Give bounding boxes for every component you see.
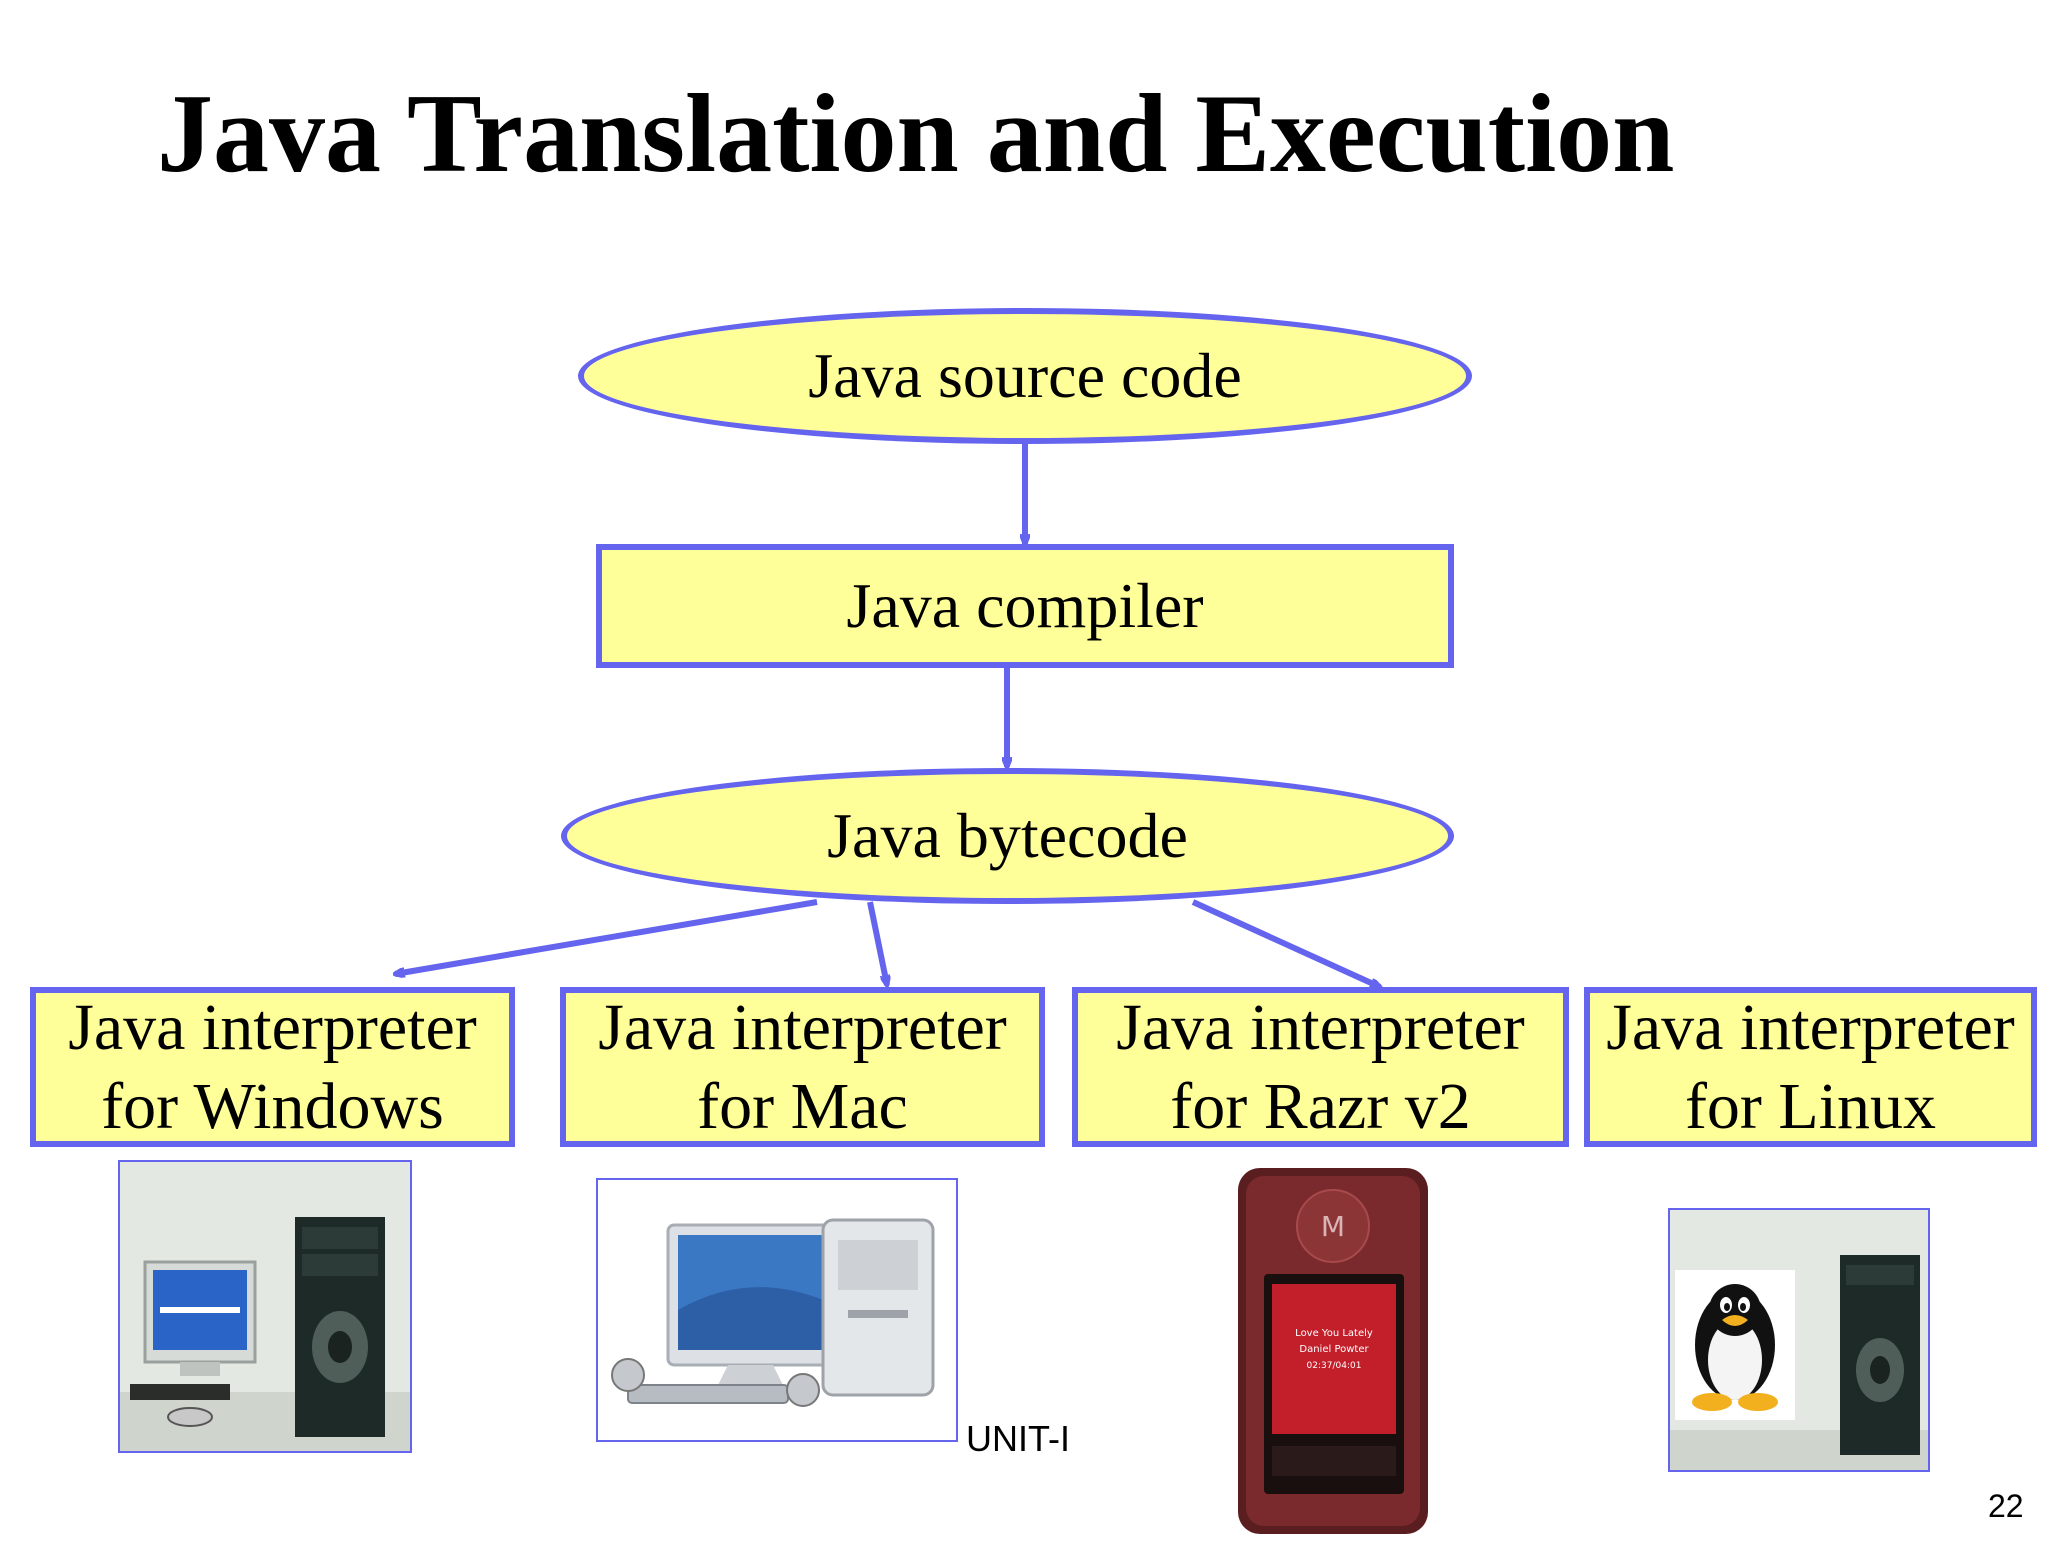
node-label-line1: Java interpreter	[1606, 990, 2015, 1064]
desktop-computer-icon	[120, 1162, 410, 1451]
tux-penguin-icon	[1670, 1210, 1928, 1470]
node-label-line1: Java interpreter	[598, 990, 1007, 1064]
linux-pc-photo	[1668, 1208, 1930, 1472]
node-interpreter-linux: Java interpreter for Linux	[1584, 987, 2037, 1147]
windows-pc-photo	[118, 1160, 412, 1453]
node-label-line2: for Linux	[1684, 1070, 1937, 1143]
slide-title: Java Translation and Execution	[157, 72, 1675, 196]
node-label-line2: for Razr v2	[1170, 1070, 1471, 1143]
node-interpreter-razr: Java interpreter for Razr v2	[1072, 987, 1569, 1147]
flip-phone-icon: M Love You Lately Daniel Powter 02:37/04…	[1238, 1168, 1428, 1534]
node-java-compiler: Java compiler	[596, 544, 1454, 668]
razr-phone-photo: M Love You Lately Daniel Powter 02:37/04…	[1234, 1166, 1434, 1536]
phone-screen-time: 02:37/04:01	[1307, 1361, 1362, 1371]
arrow-bytecode-to-mac	[867, 901, 887, 985]
arrow-bytecode-to-windows	[395, 899, 818, 974]
node-label-line2: for Windows	[101, 1070, 444, 1143]
mac-computer-photo	[596, 1178, 958, 1442]
power-mac-icon	[598, 1180, 956, 1440]
footer-unit-label: UNIT-I	[966, 1418, 1070, 1459]
node-java-source-code: Java source code	[578, 308, 1472, 444]
node-interpreter-windows: Java interpreter for Windows	[30, 987, 515, 1147]
node-label-line1: Java interpreter	[1116, 990, 1525, 1064]
node-label: Java compiler	[846, 569, 1204, 641]
phone-screen-song: Love You Lately	[1295, 1328, 1373, 1339]
phone-screen-artist: Daniel Powter	[1299, 1344, 1369, 1355]
node-interpreter-mac: Java interpreter for Mac	[560, 987, 1045, 1147]
node-label: Java bytecode	[827, 799, 1188, 871]
node-java-bytecode: Java bytecode	[561, 768, 1454, 904]
svg-text:M: M	[1321, 1210, 1345, 1243]
arrow-bytecode-to-razr	[1191, 899, 1380, 990]
node-label-line2: for Mac	[697, 1070, 908, 1143]
node-label: Java source code	[808, 339, 1242, 411]
node-label-line1: Java interpreter	[68, 990, 477, 1064]
page-number: 22	[1988, 1488, 2024, 1524]
